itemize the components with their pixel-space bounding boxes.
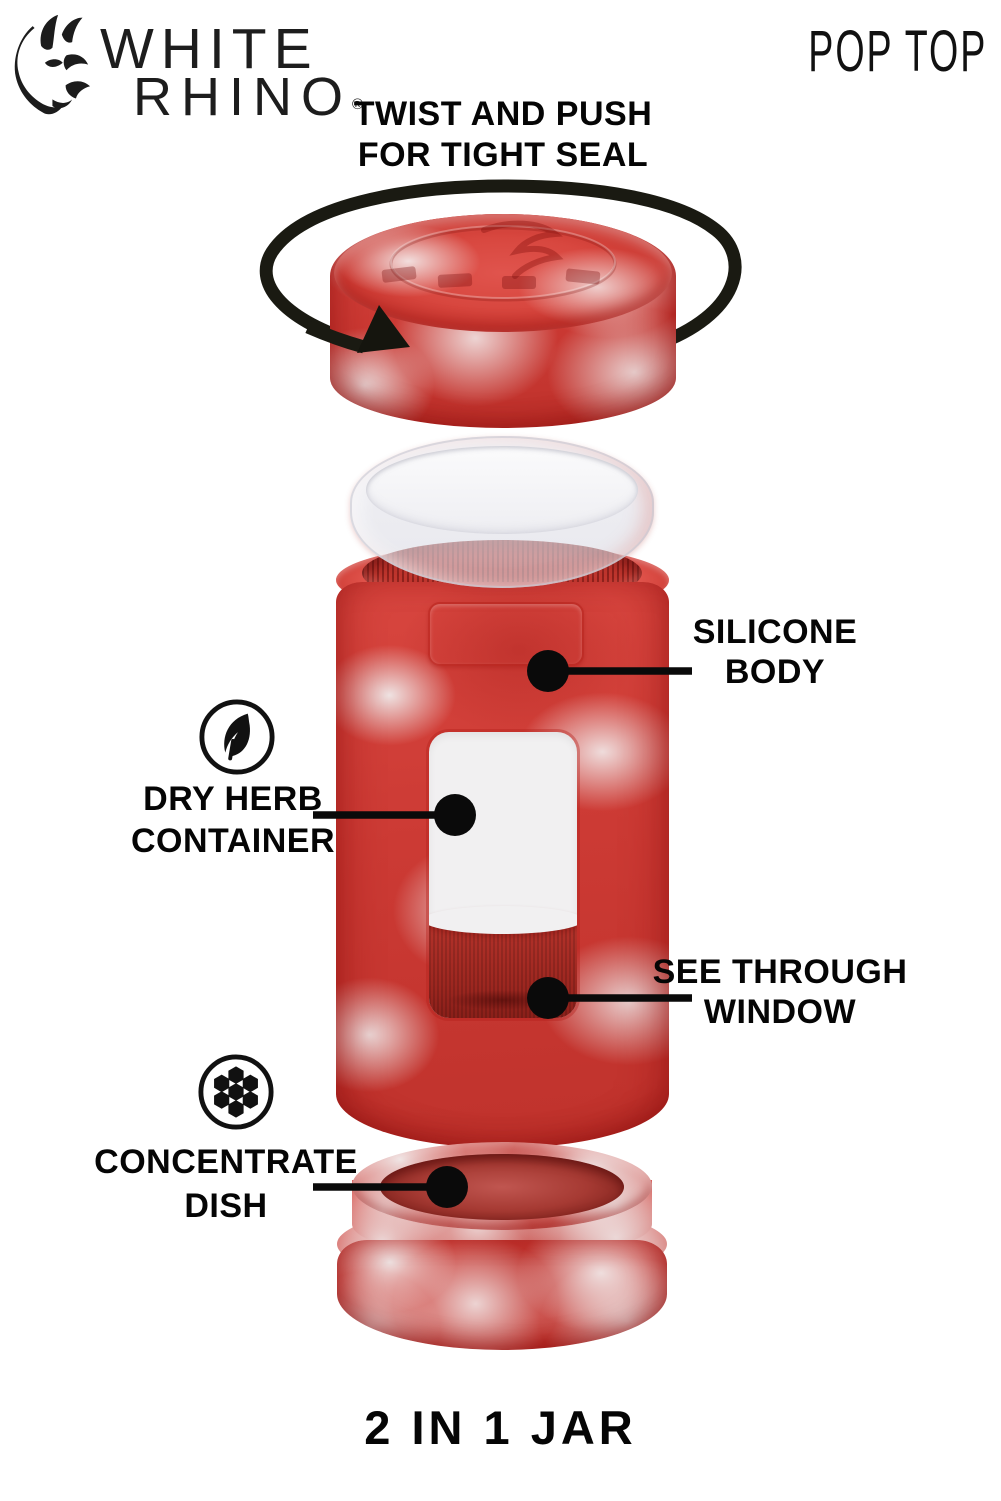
label-silicone-body: SILICONE BODY [653, 612, 897, 692]
rotation-arrow-tail [305, 321, 366, 354]
label-dry-herb-container: DRY HERB CONTAINER [108, 778, 358, 862]
label-see-through-window: SEE THROUGH WINDOW [643, 952, 917, 1032]
label-concentrate-dish: CONCENTRATE DISH [92, 1140, 360, 1228]
product-line-title: POP TOP [807, 19, 987, 85]
body-recessed-panel [428, 602, 584, 666]
label-silicone-line2: BODY [724, 653, 826, 691]
leader-dot-dry-herb [434, 794, 476, 836]
leader-dot-dish [426, 1166, 468, 1208]
rotation-arrowhead-icon [357, 305, 410, 353]
brand-name-white: WHITE [100, 17, 319, 81]
label-dish-line2: DISH [184, 1187, 268, 1225]
base [337, 1240, 667, 1350]
cap-top-surface [334, 214, 672, 332]
label-dryherb-line1: DRY HERB [143, 780, 323, 818]
instruction-line2: FOR TIGHT SEAL [357, 136, 649, 174]
leader-dot-window [527, 977, 569, 1019]
cap-embossed-marks [381, 220, 617, 302]
label-dish-line1: CONCENTRATE [94, 1143, 358, 1181]
label-silicone-line1: SILICONE [692, 613, 858, 651]
rotation-arrow-icon [259, 179, 742, 352]
product-title: 2 IN 1 JAR [364, 1401, 637, 1454]
brand-name-rhino: RHINO® [133, 67, 364, 127]
instruction-text: TWIST AND PUSH FOR TIGHT SEAL [278, 94, 728, 176]
label-window-line2: WINDOW [703, 993, 857, 1031]
glass-insert-opening [366, 446, 638, 534]
see-through-window [429, 732, 577, 1018]
rhino-head-icon [14, 14, 91, 115]
label-window-line1: SEE THROUGH [652, 953, 908, 991]
label-dryherb-line2: CONTAINER [130, 822, 336, 860]
honeycomb-icon [198, 1054, 274, 1130]
instruction-line1: TWIST AND PUSH [353, 95, 653, 133]
registered-trademark: ® [352, 96, 364, 113]
leader-dot-silicone-body [527, 650, 569, 692]
leaf-icon [199, 699, 275, 775]
